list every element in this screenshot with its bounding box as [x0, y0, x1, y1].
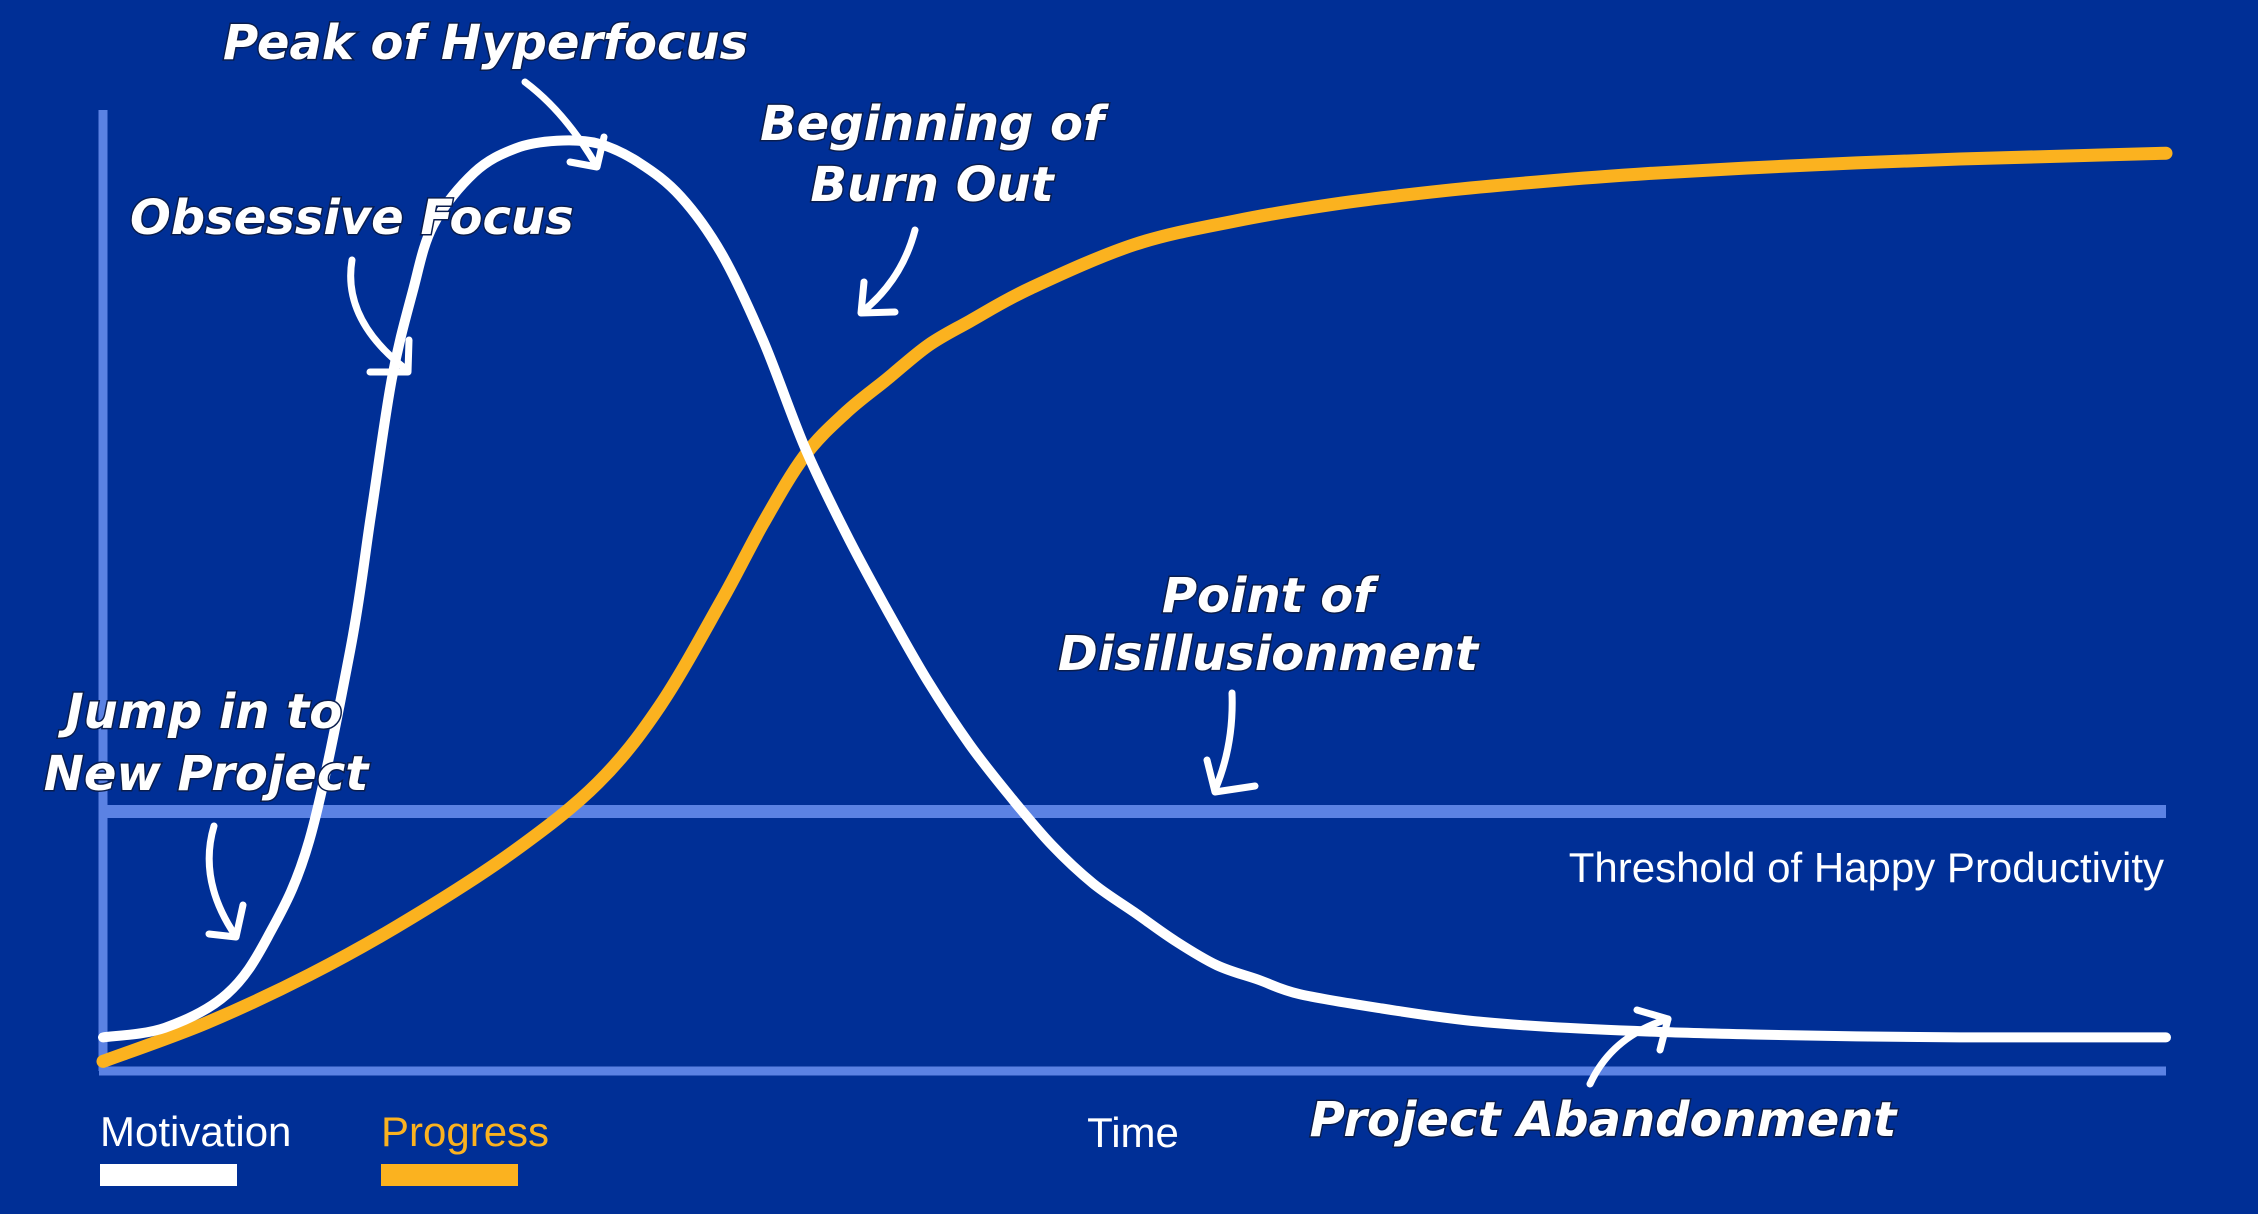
- annotation-obsessive-focus: Obsessive Focus: [130, 190, 574, 246]
- legend: Motivation Progress: [100, 1108, 549, 1186]
- annotation-project-abandonment: Project Abandonment: [1310, 1092, 1899, 1148]
- legend-motivation-swatch: [100, 1164, 237, 1186]
- arrow-jump-in-to-new-project: [205, 822, 247, 941]
- annotation-jump-in-to-new-project-line2: New Project: [44, 746, 371, 802]
- annotation-peak-of-hyperfocus: Peak of Hyperfocus: [223, 15, 748, 71]
- legend-progress-label: Progress: [381, 1108, 549, 1155]
- threshold-label: Threshold of Happy Productivity: [1569, 844, 2164, 891]
- annotation-jump-in-to-new-project-line1: Jump in to: [58, 684, 342, 740]
- x-axis-label: Time: [1087, 1109, 1179, 1156]
- annotation-point-of-disillusionment-line1: Point of: [1162, 568, 1379, 624]
- annotation-beginning-of-burn-out-line1: Beginning of: [760, 96, 1109, 152]
- annotation-beginning-of-burn-out-line2: Burn Out: [810, 157, 1055, 213]
- arrow-point-of-disillusionment: [1203, 689, 1259, 796]
- progress-series-line: [96, 146, 2173, 1068]
- arrow-beginning-of-burn-out: [857, 226, 919, 317]
- arrow-obsessive-focus: [347, 256, 413, 376]
- arrow-project-abandonment: [1586, 1006, 1672, 1088]
- motivation-series-line: [98, 135, 2171, 1043]
- arrow-peak-of-hyperfocus: [521, 78, 608, 171]
- legend-progress-swatch: [381, 1164, 518, 1186]
- legend-motivation-label: Motivation: [100, 1108, 291, 1155]
- annotation-point-of-disillusionment-line2: Disillusionment: [1058, 626, 1480, 682]
